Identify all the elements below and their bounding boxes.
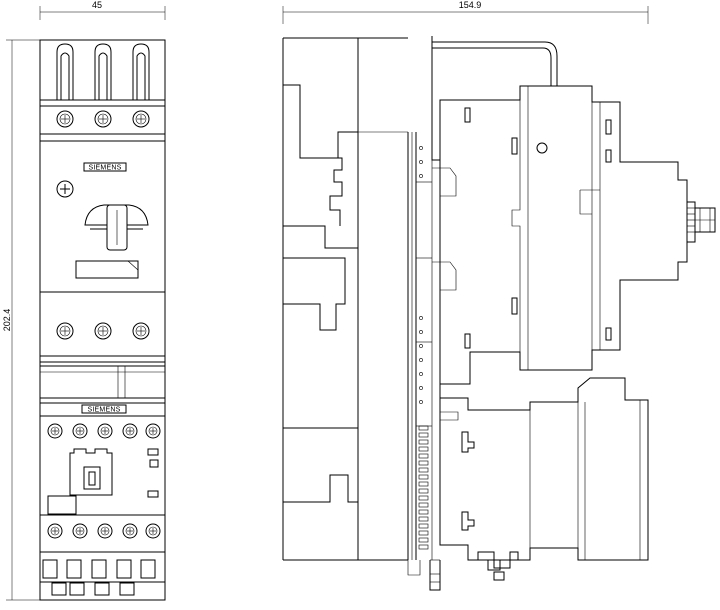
rail-tooth (418, 432, 429, 438)
rail-tooth (418, 516, 429, 522)
rail-hole (419, 330, 423, 334)
rail-tooth (418, 537, 429, 543)
rail-hole (419, 400, 423, 404)
contactor-brand-label: SIEMENS (88, 407, 121, 414)
middle-screw-row (56, 322, 150, 340)
rail-hole (419, 160, 423, 164)
breaker-side-body (431, 36, 716, 385)
rail-hole (419, 146, 423, 150)
contactor-face: SIEMENS (40, 404, 165, 539)
rail-tooth (418, 523, 429, 529)
rail-hole (419, 316, 423, 320)
depth-dimension: 154.9 (282, 0, 649, 24)
top-screw-row (56, 110, 150, 128)
side-view (282, 36, 716, 591)
rail-tooth (418, 425, 429, 431)
height-dimension: 202.4 (2, 39, 40, 601)
rail-tooth (418, 453, 429, 459)
mounting-bracket (282, 37, 408, 561)
rail-tooth (418, 530, 429, 536)
depth-dimension-label: 154.9 (459, 0, 482, 10)
rail-hole (419, 372, 423, 376)
rail-tooth (418, 544, 429, 550)
rail-tooth (418, 495, 429, 501)
top-feeder-terminals (56, 43, 150, 100)
side-inner-guides (416, 160, 441, 560)
rail-hole (419, 344, 423, 348)
circuit-breaker-face: SIEMENS (56, 162, 149, 279)
rail-tooth (418, 467, 429, 473)
rail-tooth (418, 474, 429, 480)
rail-tooth (418, 509, 429, 515)
din-rail (407, 132, 429, 560)
rail-hole (419, 174, 423, 178)
height-dimension-label: 202.4 (2, 309, 12, 332)
bottom-terminals (40, 559, 165, 596)
rail-hole (419, 386, 423, 390)
width-dimension-label: 45 (92, 0, 102, 10)
contactor-side-body (407, 377, 649, 591)
rail-hole (419, 358, 423, 362)
rail-tooth (418, 488, 429, 494)
rail-tooth (418, 502, 429, 508)
rail-tooth (418, 446, 429, 452)
rail-tooth (418, 481, 429, 487)
rail-tooth (418, 439, 429, 445)
rail-tooth (418, 460, 429, 466)
front-view: SIEMENS (39, 39, 166, 601)
width-dimension: 45 (39, 0, 166, 20)
circuit-breaker-brand-label: SIEMENS (89, 165, 122, 172)
